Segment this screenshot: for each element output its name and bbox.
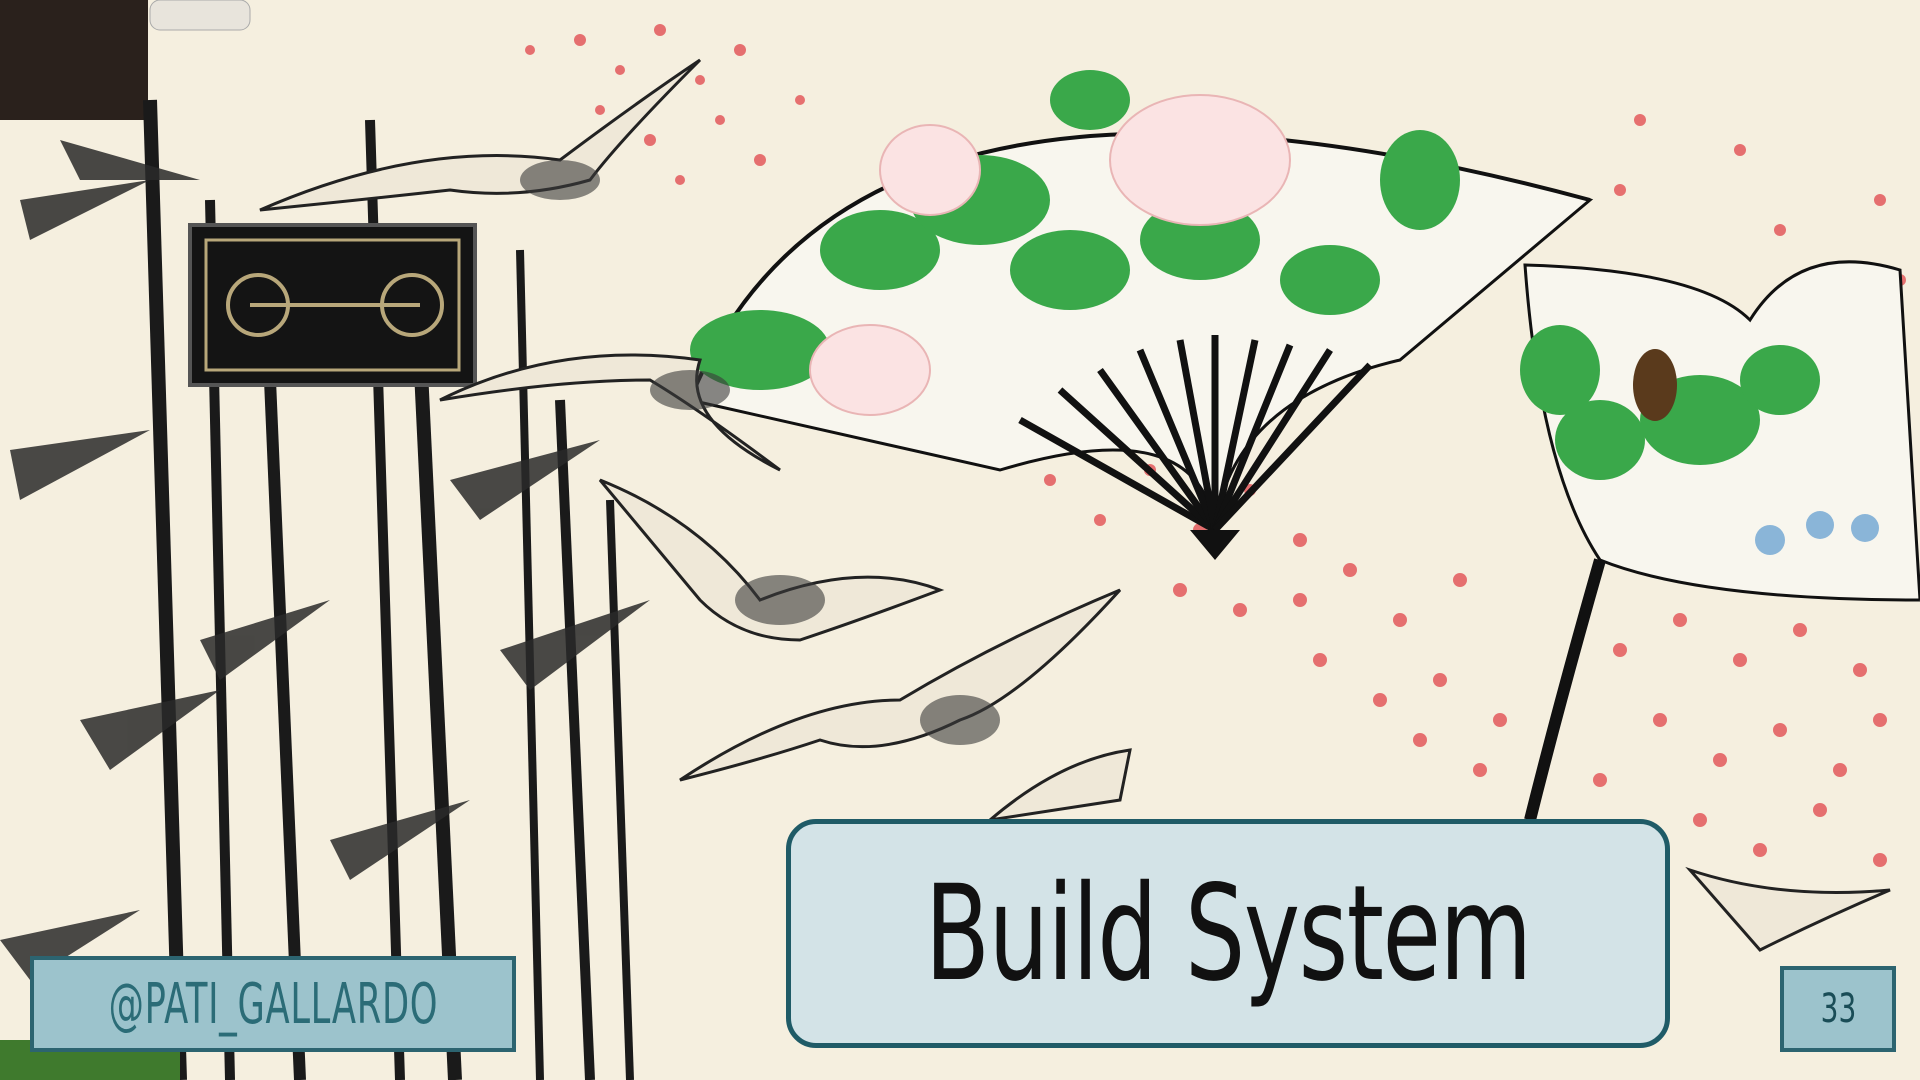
blossom-pattern (525, 24, 1906, 867)
page-number-badge: 33 (1780, 966, 1896, 1052)
wall-lamp (149, 0, 251, 31)
dark-corner (0, 0, 148, 120)
folding-fan-large (687, 70, 1594, 560)
author-handle-badge: @PATI_GALLARDO (30, 956, 516, 1052)
page-number: 33 (1820, 986, 1856, 1032)
crane-shadows (520, 160, 1000, 745)
title-box: Build System (786, 819, 1670, 1048)
author-handle: @PATI_GALLARDO (108, 971, 438, 1037)
wrought-iron-sign (188, 223, 477, 387)
slide-title: Build System (925, 856, 1532, 1011)
folding-fan-small (1520, 260, 1920, 822)
